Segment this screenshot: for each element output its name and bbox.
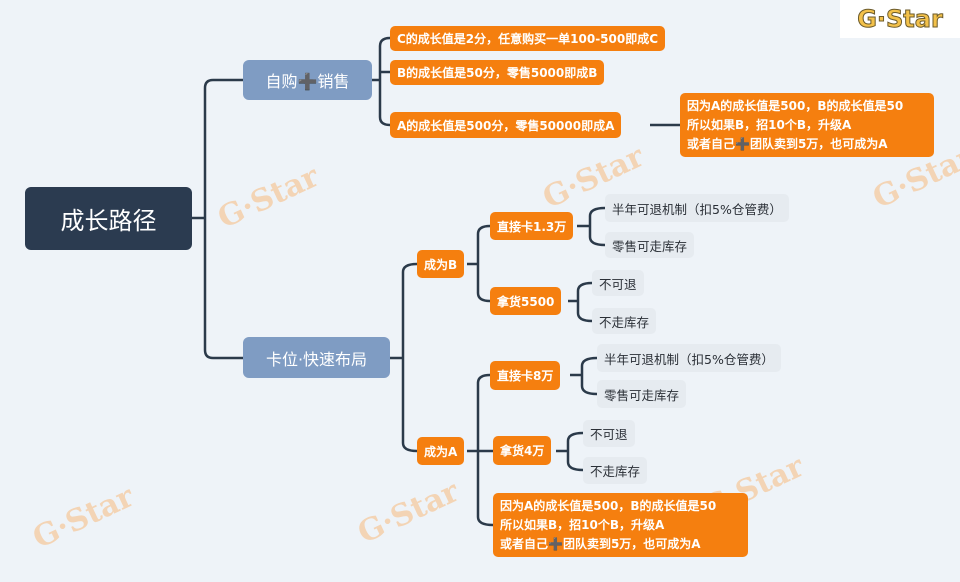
- leaf: 零售可走库存: [605, 232, 695, 258]
- leaf: 零售可走库存: [597, 380, 687, 408]
- a-direct-node: 直接卡8万: [490, 361, 561, 390]
- a-stock-node: 拿货4万: [493, 436, 552, 465]
- leaf: 不可退: [583, 420, 635, 447]
- leaf: 不可退: [592, 270, 644, 296]
- level-a-node: A的成长值是500分，零售50000即成A: [390, 112, 622, 138]
- leaf: 不走库存: [592, 308, 657, 334]
- level-a-note: 因为A的成长值是500，B的成长值是50 所以如果B，招10个B，升级A 或者自…: [680, 93, 934, 157]
- become-a-node: 成为A: [417, 437, 465, 465]
- gstar-logo: G·Star: [840, 0, 960, 38]
- branch-quick-layout: 卡位·快速布局: [243, 337, 390, 378]
- leaf: 半年可退机制（扣5%仓管费）: [597, 344, 781, 372]
- branch-self-purchase: 自购➕销售: [243, 60, 372, 100]
- b-direct-node: 直接卡1.3万: [490, 212, 574, 240]
- level-b-node: B的成长值是50分，零售5000即成B: [390, 60, 605, 85]
- become-b-node: 成为B: [417, 250, 465, 278]
- level-c-node: C的成长值是2分，任意购买一单100-500即成C: [390, 26, 666, 51]
- become-a-note: 因为A的成长值是500，B的成长值是50 所以如果B，招10个B，升级A 或者自…: [493, 493, 748, 557]
- b-stock-node: 拿货5500: [490, 287, 562, 315]
- leaf: 不走库存: [583, 457, 648, 484]
- root-node: 成长路径: [25, 187, 192, 250]
- leaf: 半年可退机制（扣5%仓管费）: [605, 194, 789, 222]
